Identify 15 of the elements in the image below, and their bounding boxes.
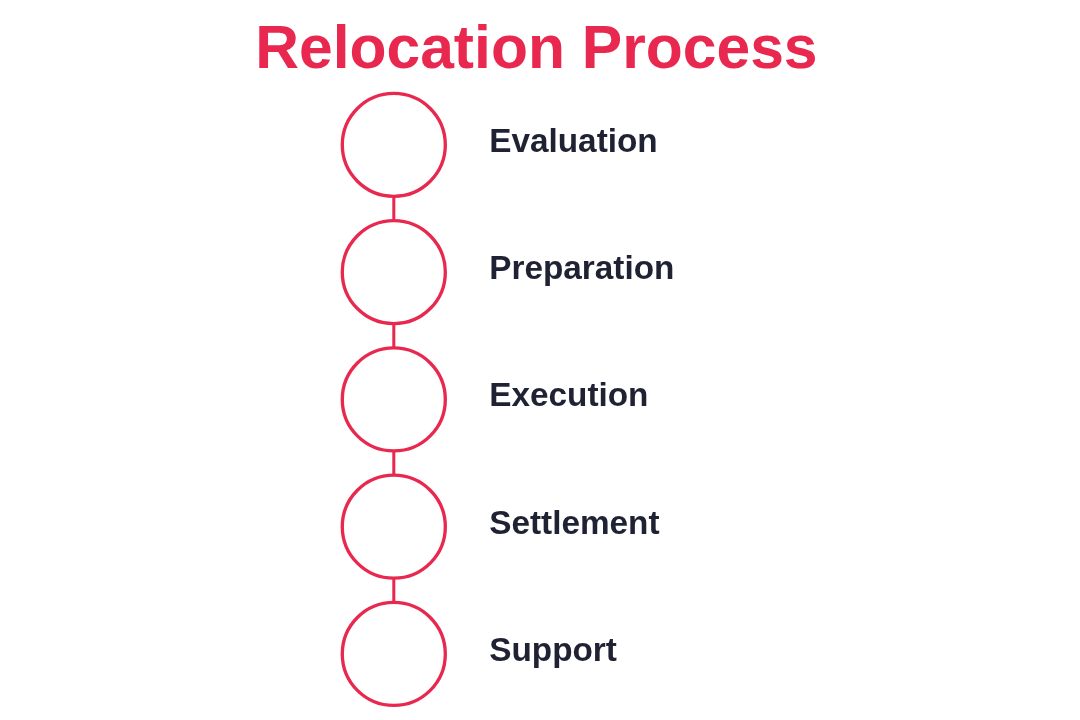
node-label: Support — [489, 630, 617, 668]
connector — [392, 578, 396, 603]
node-label: Evaluation — [489, 121, 658, 159]
node-circle — [340, 600, 447, 708]
node-circle — [340, 91, 447, 199]
connector — [392, 451, 396, 476]
node-circle — [340, 218, 447, 326]
node-circle — [340, 473, 447, 580]
connector — [392, 196, 396, 221]
connector — [392, 324, 396, 348]
node-label: Execution — [489, 376, 649, 414]
diagram-title: Relocation Process — [255, 12, 818, 81]
node-label: Settlement — [489, 503, 660, 541]
node-circle — [340, 346, 447, 453]
node-label: Preparation — [489, 249, 675, 287]
